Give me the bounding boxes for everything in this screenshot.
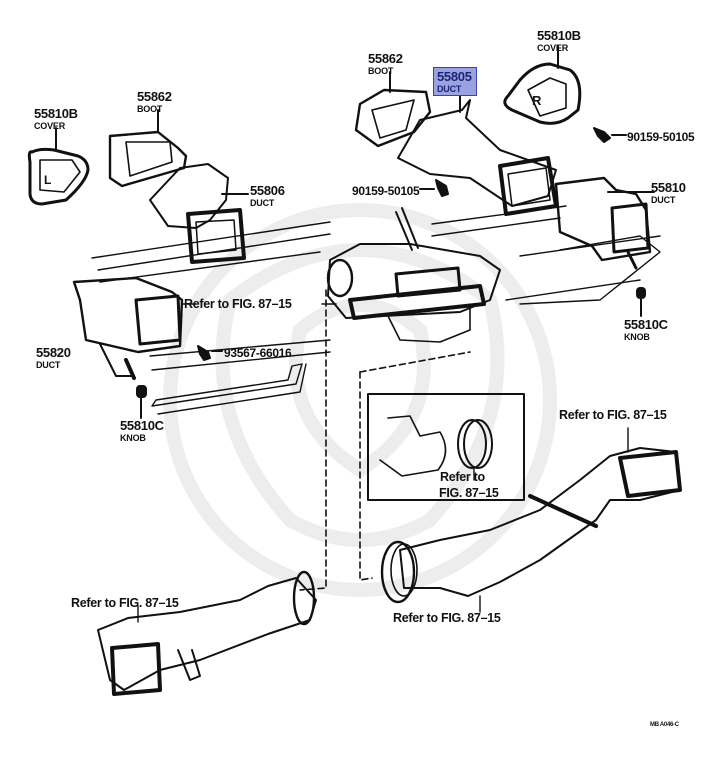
part-number: 55805 <box>437 69 472 84</box>
part-number: 55862 <box>368 51 403 66</box>
svg-text:R: R <box>532 93 542 108</box>
part-name: BOOT <box>368 66 394 76</box>
part-number: 90159-50105 <box>627 130 695 144</box>
duct-55806-part[interactable] <box>149 163 249 264</box>
duct-55820-part[interactable] <box>72 276 184 380</box>
dashed-connector <box>299 289 471 591</box>
part-name: DUCT <box>651 195 676 205</box>
dashboard-outline <box>91 205 661 371</box>
part-label-93567[interactable]: 93567-66016 <box>224 345 292 361</box>
part-name: KNOB <box>624 332 650 342</box>
reference-lower-center[interactable]: Refer to FIG. 87–15 <box>393 611 501 625</box>
part-number: 55810C <box>120 418 164 433</box>
reference-center[interactable]: Refer to FIG. 87–15 <box>184 297 292 311</box>
part-label-55862-left[interactable]: 55862 BOOT <box>137 89 172 114</box>
part-label-55806[interactable]: 55806 DUCT <box>250 183 285 208</box>
figure-code: MB A046-C <box>650 722 679 728</box>
rear-duct-right-part[interactable] <box>380 427 682 613</box>
glovebox-outline <box>151 363 307 415</box>
knob-right-part[interactable] <box>636 287 646 317</box>
part-number: 93567-66016 <box>224 346 292 360</box>
part-label-55805-highlighted[interactable]: 55805 DUCT <box>433 67 477 96</box>
part-label-55810b-right[interactable]: 55810B COVER <box>537 28 581 53</box>
cover-right-part[interactable]: R <box>503 45 582 125</box>
duct-55810-part[interactable] <box>554 176 655 270</box>
part-number: 55810C <box>624 317 668 332</box>
screw-93567-part[interactable] <box>197 345 223 361</box>
part-name: KNOB <box>120 433 146 443</box>
screw-right-part[interactable] <box>593 127 627 143</box>
watermark-emblem <box>163 203 557 597</box>
boot-right-part[interactable] <box>354 71 432 148</box>
inset-box <box>367 393 525 501</box>
part-number: 55862 <box>137 89 172 104</box>
svg-text:L: L <box>44 173 51 187</box>
part-number: 55810 <box>651 180 686 195</box>
cover-left-part[interactable]: L <box>27 127 90 206</box>
part-label-55862-right[interactable]: 55862 BOOT <box>368 51 403 76</box>
center-register-part <box>326 207 501 343</box>
knob-left-part[interactable] <box>136 385 147 419</box>
part-label-55810b-left[interactable]: 55810B COVER <box>34 106 78 131</box>
screw-center-part[interactable] <box>419 179 449 197</box>
part-label-55810c-left[interactable]: 55810C KNOB <box>120 418 164 443</box>
inset-reference-line2[interactable]: FIG. 87–15 <box>439 486 499 500</box>
part-label-90159-center[interactable]: 90159-50105 <box>352 183 420 199</box>
part-label-55810c-right[interactable]: 55810C KNOB <box>624 317 668 342</box>
boot-left-part[interactable] <box>108 109 188 188</box>
duct-55805-part[interactable] <box>397 91 558 216</box>
part-name: DUCT <box>250 198 275 208</box>
part-name: COVER <box>537 43 569 53</box>
part-label-90159-right[interactable]: 90159-50105 <box>627 129 695 145</box>
part-name: COVER <box>34 121 66 131</box>
part-label-55810[interactable]: 55810 DUCT <box>651 180 686 205</box>
part-name: DUCT <box>437 84 462 94</box>
part-name: BOOT <box>137 104 163 114</box>
part-number: 55810B <box>34 106 78 121</box>
rear-duct-left-part[interactable] <box>97 570 317 696</box>
reference-right-duct[interactable]: Refer to FIG. 87–15 <box>559 408 667 422</box>
part-number: 55806 <box>250 183 285 198</box>
inset-reference-line1[interactable]: Refer to <box>440 470 485 484</box>
part-number: 90159-50105 <box>352 184 420 198</box>
part-label-55820[interactable]: 55820 DUCT <box>36 345 71 370</box>
reference-left-duct[interactable]: Refer to FIG. 87–15 <box>71 596 179 610</box>
part-number: 55820 <box>36 345 71 360</box>
part-number: 55810B <box>537 28 581 43</box>
part-name: DUCT <box>36 360 61 370</box>
